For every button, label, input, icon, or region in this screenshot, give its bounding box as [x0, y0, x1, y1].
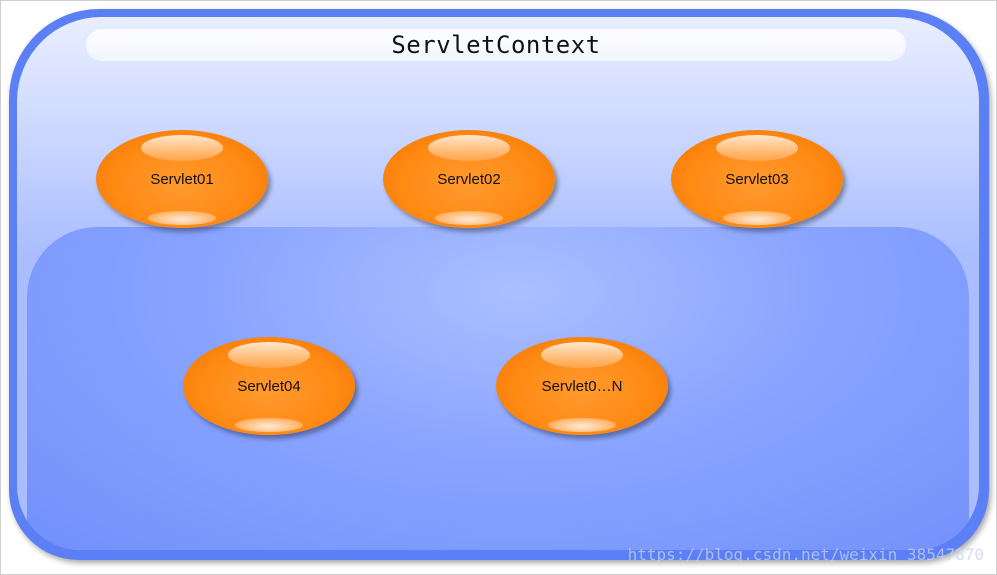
node-servlet03: Servlet03 [671, 130, 843, 228]
node-highlight [722, 211, 792, 225]
node-label: Servlet02 [437, 170, 501, 188]
watermark-text: https://blog.csdn.net/weixin_38547870 [627, 545, 984, 564]
context-title: ServletContext [391, 31, 601, 59]
title-bar: ServletContext [86, 29, 906, 61]
node-highlight [715, 135, 799, 161]
node-label: Servlet01 [150, 170, 214, 188]
node-highlight [147, 211, 217, 225]
node-highlight [434, 211, 504, 225]
node-label: Servlet03 [725, 170, 789, 188]
node-servlet04: Servlet04 [183, 337, 355, 435]
node-servlet0-n: Servlet0…N [496, 337, 668, 435]
node-highlight [227, 342, 311, 368]
node-highlight [547, 418, 617, 432]
node-highlight [140, 135, 224, 161]
servlet-context-container: ServletContext Servlet01 Servlet02 Servl… [9, 9, 989, 560]
node-servlet01: Servlet01 [96, 130, 268, 228]
node-highlight [427, 135, 511, 161]
node-label: Servlet0…N [541, 377, 623, 395]
node-highlight [234, 418, 304, 432]
node-highlight [540, 342, 624, 368]
servlet-context-inner [17, 17, 979, 550]
node-label: Servlet04 [237, 377, 301, 395]
node-servlet02: Servlet02 [383, 130, 555, 228]
